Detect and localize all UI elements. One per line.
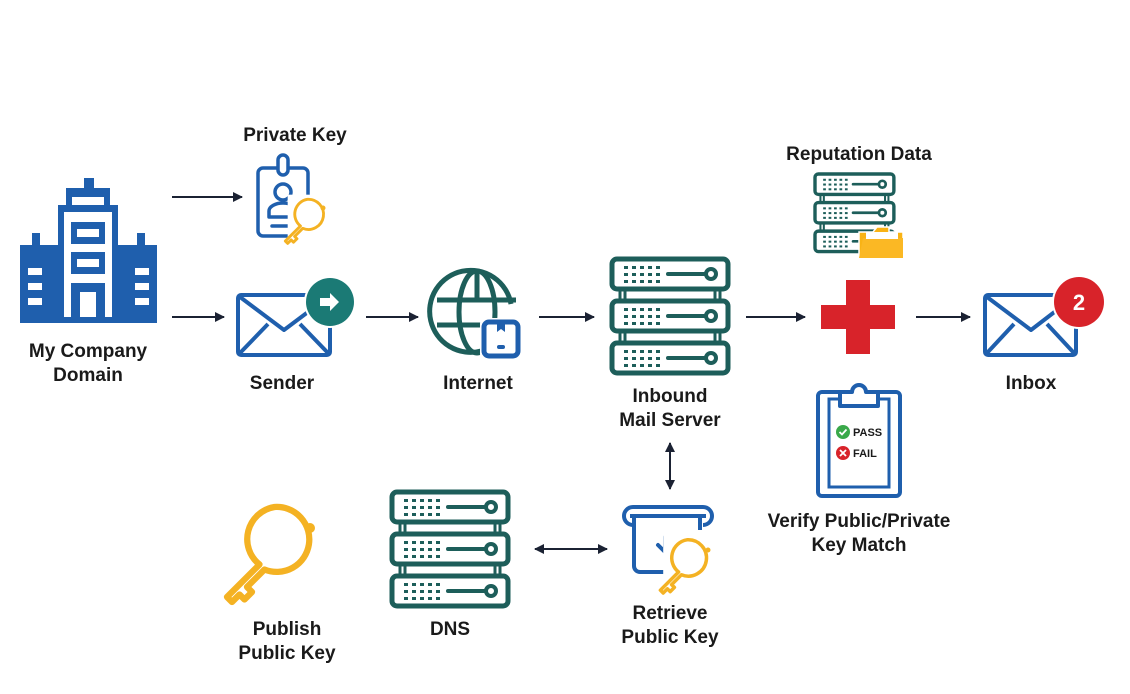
mail-server-label: Inbound Mail Server	[619, 386, 721, 431]
pass-label: PASS	[853, 427, 882, 439]
envelope-send-icon	[236, 276, 356, 357]
fail-label: FAIL	[853, 448, 877, 460]
clipboard-icon: PASS FAIL	[816, 383, 902, 498]
retrieve-label: Retrieve Public Key	[621, 603, 719, 648]
inbox-count: 2	[1073, 290, 1085, 315]
sender-label: Sender	[249, 373, 315, 394]
dns-server-icon	[392, 492, 508, 606]
verify-label: Verify Public/Private Key Match	[767, 511, 951, 556]
building-icon	[20, 178, 157, 323]
folder-icon	[858, 226, 904, 259]
pass-check-icon	[836, 425, 850, 439]
company-label: My Company Domain	[28, 341, 148, 386]
inbox-count-badge	[1054, 277, 1104, 327]
envelope-badge-icon: 2	[983, 275, 1106, 357]
inbox-label: Inbox	[1005, 373, 1057, 394]
id-badge-key-icon	[256, 153, 340, 247]
package-icon	[480, 318, 522, 360]
private-key-label: Private Key	[243, 125, 347, 146]
mail-server-icon	[612, 259, 728, 373]
globe-package-icon	[427, 267, 516, 356]
red-cross-icon	[821, 280, 895, 354]
key-icon	[227, 507, 309, 602]
reputation-label: Reputation Data	[786, 144, 932, 165]
key-hole	[305, 523, 315, 533]
dns-label: DNS	[429, 619, 471, 640]
publish-label: Publish Public Key	[238, 619, 336, 664]
internet-label: Internet	[443, 373, 513, 394]
retrieve-key-icon	[622, 505, 727, 598]
edges	[172, 192, 971, 554]
